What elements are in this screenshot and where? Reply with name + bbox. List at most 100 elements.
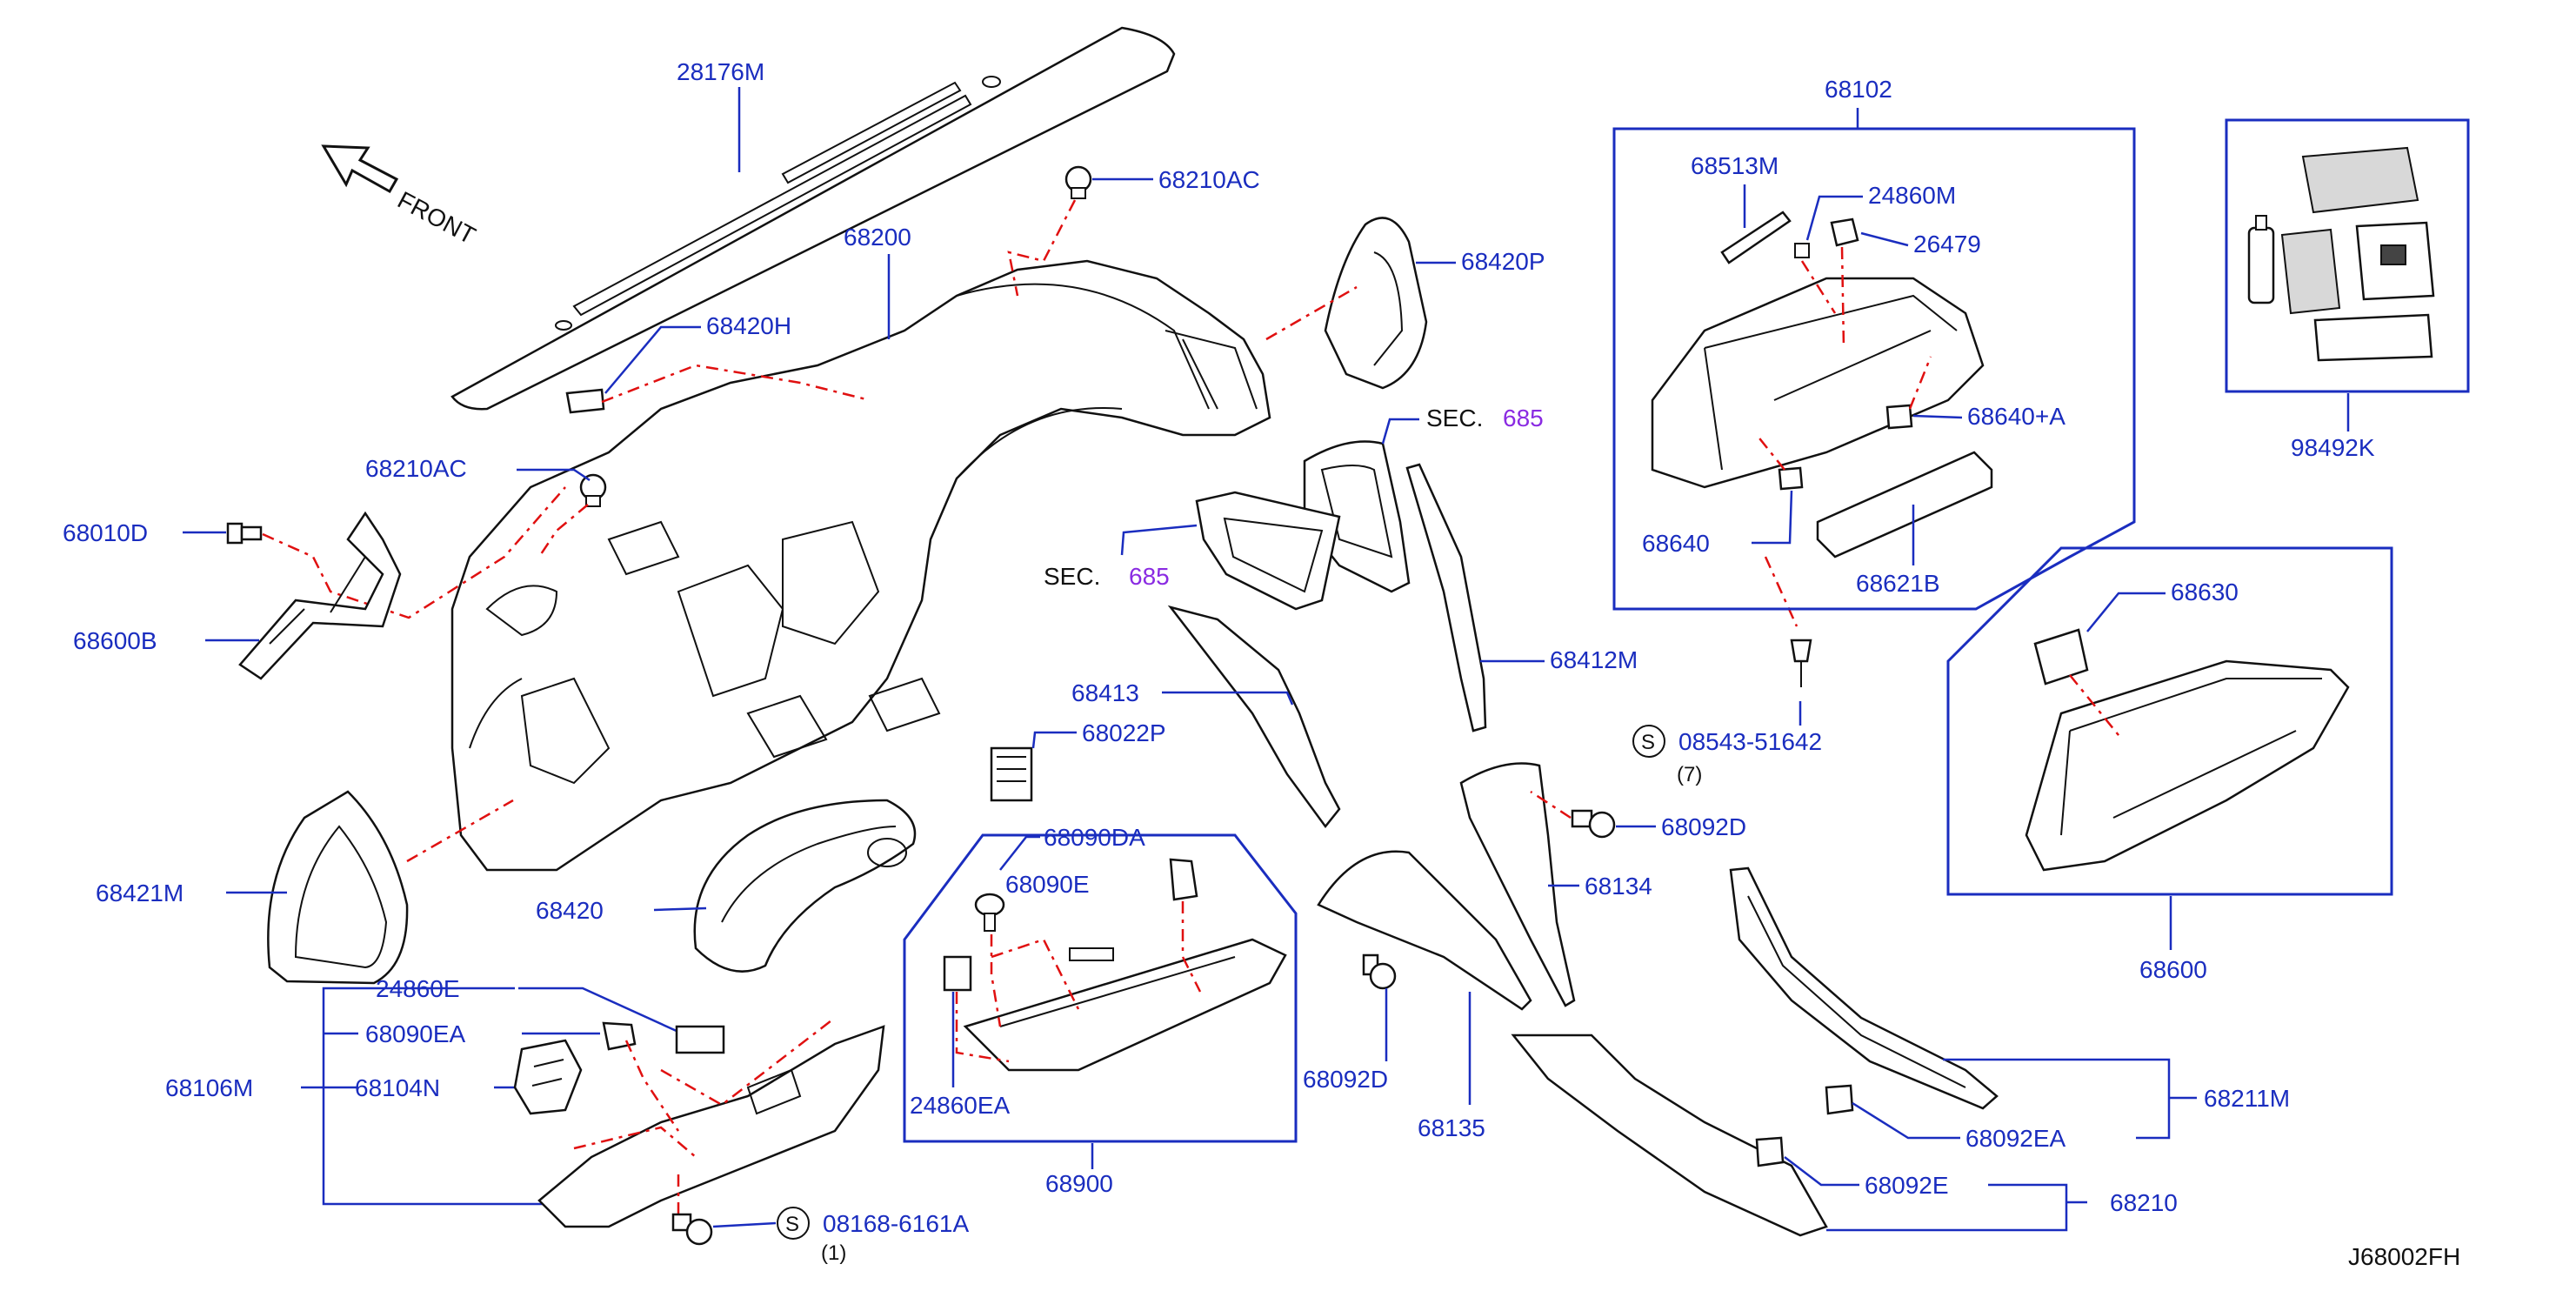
label-68600: 68600: [2139, 956, 2207, 983]
leader-sec-mid: [1120, 524, 1198, 556]
part-98492K-drawing: [2247, 146, 2435, 362]
label-68640A: 68640+A: [1967, 403, 2065, 430]
part-68022P-drawing: [990, 746, 1033, 802]
label-sec-right-prefix: SEC.: [1426, 405, 1483, 431]
label-68106M: 68106M: [165, 1074, 253, 1101]
leader-68092EA: [1852, 1101, 1960, 1140]
label-68010D: 68010D: [63, 519, 148, 546]
label-sec-mid-prefix: SEC.: [1044, 563, 1100, 590]
part-68600-drawing: [2025, 659, 2350, 872]
leader-sec-right: [1381, 418, 1419, 445]
label-sec-mid-num: 685: [1129, 563, 1170, 590]
clip-68210AC-left-icon: [579, 473, 607, 507]
label-68211M: 68211M: [2204, 1085, 2290, 1112]
frame-98492K: [2225, 118, 2470, 393]
leader-68420H: [604, 325, 701, 394]
part-68134-drawing: [1459, 762, 1576, 1007]
front-arrow-icon: [321, 144, 399, 194]
part-68106M-drawing: [537, 1025, 885, 1228]
leader-68420: [653, 906, 707, 912]
part-68135-drawing: [1317, 850, 1532, 1011]
dashline-26479: [1840, 246, 1845, 349]
label-68600B: 68600B: [73, 627, 157, 654]
part-68104N-drawing: [513, 1039, 583, 1115]
screw-08543-51642-icon: [1790, 639, 1812, 687]
label-68210: 68210: [2110, 1189, 2178, 1216]
dashline-68420H: [601, 364, 871, 404]
label-68421M: 68421M: [96, 880, 184, 906]
leader-68640A: [1912, 414, 1963, 419]
dashline-24860M: [1800, 260, 1837, 314]
label-screw-bottom-num: 08168-6161A: [823, 1210, 969, 1237]
part-68630-drawing: [2033, 628, 2089, 686]
dashline-08543: [1764, 556, 1799, 627]
bolt-68092D-low-icon: [1362, 953, 1397, 990]
dashline-68092D-right: [1530, 790, 1572, 819]
label-68092D-right: 68092D: [1661, 813, 1746, 840]
part-68200-drawing: [450, 259, 1271, 872]
part-68421M-drawing: [267, 790, 409, 985]
clip-68090EA-icon: [602, 1021, 637, 1051]
frame-68600: [1946, 546, 2393, 896]
part-28176M-drawing: [450, 26, 1176, 411]
leader-26479: [1860, 231, 1909, 247]
label-68134: 68134: [1585, 873, 1652, 900]
label-68092D-low: 68092D: [1303, 1066, 1388, 1093]
label-sec-right-num: 685: [1503, 405, 1544, 431]
part-sec685-mid-duct-drawing: [1195, 491, 1341, 611]
part-68900-drawing: [963, 938, 1287, 1072]
part-68600B-drawing: [238, 511, 402, 680]
label-68200: 68200: [844, 224, 911, 251]
front-label: FRONT: [393, 186, 480, 250]
label-68104N: 68104N: [355, 1074, 440, 1101]
label-68022P: 68022P: [1082, 719, 1166, 746]
clip-24860EA-icon: [943, 955, 972, 992]
label-68513M: 68513M: [1691, 152, 1779, 179]
clip-68420H-icon: [565, 388, 605, 414]
label-68090DA: 68090DA: [1044, 824, 1145, 851]
label-68090E: 68090E: [1005, 871, 1090, 898]
dashline-68106M-b: [573, 1126, 697, 1158]
drawing-code: J68002FH: [2348, 1243, 2460, 1270]
screw-08168-6161A-icon: [671, 1213, 713, 1246]
clip-68092E-icon: [1755, 1136, 1785, 1167]
clip-68210AC-top-icon: [1064, 165, 1092, 199]
bolt-68092D-right-icon: [1571, 809, 1616, 839]
leader-08168-6161A: [712, 1221, 777, 1228]
label-68092EA: 68092EA: [1965, 1125, 2066, 1152]
label-26479: 26479: [1913, 231, 1981, 258]
label-24860M: 24860M: [1868, 182, 1956, 209]
part-68420-drawing: [693, 799, 917, 973]
leader-68640: [1752, 490, 1793, 545]
part-68413-drawing: [1167, 605, 1341, 829]
leader-24860M: [1805, 195, 1863, 241]
dashline-68900-a: [990, 934, 1002, 1027]
bolt-68010D-icon: [226, 522, 263, 545]
dashline-68420P: [1265, 285, 1358, 341]
frame-68900: [903, 833, 1298, 1143]
label-68210AC-top: 68210AC: [1158, 166, 1260, 193]
s-mark-bottom-icon: S: [777, 1207, 810, 1240]
bracket-68210: [1826, 1183, 2068, 1232]
label-68420P: 68420P: [1461, 248, 1545, 275]
label-screw-bottom-qty: (1): [821, 1241, 846, 1265]
part-68412M-drawing: [1405, 463, 1487, 732]
label-68420H: 68420H: [706, 312, 791, 339]
label-68102: 68102: [1825, 76, 1892, 103]
label-24860EA: 24860EA: [910, 1092, 1011, 1119]
part-68621B-drawing: [1816, 451, 1993, 559]
clip-24860M-icon: [1794, 243, 1810, 258]
leader-68630: [2086, 592, 2166, 632]
frame-68102: [1612, 127, 2136, 611]
screw-68090E-icon: [974, 893, 1005, 932]
part-26479-icon: [1830, 217, 1859, 247]
part-68513M-drawing: [1720, 211, 1792, 264]
dashline-68210AC-top: [1007, 199, 1077, 297]
dashline-68900-d: [991, 938, 1080, 1010]
label-68413: 68413: [1071, 679, 1139, 706]
part-68211M-drawing: [1729, 866, 1999, 1110]
part-68420P-drawing: [1324, 217, 1428, 390]
clip-68640A-icon: [1885, 404, 1913, 430]
leader-68413: [1162, 691, 1294, 706]
